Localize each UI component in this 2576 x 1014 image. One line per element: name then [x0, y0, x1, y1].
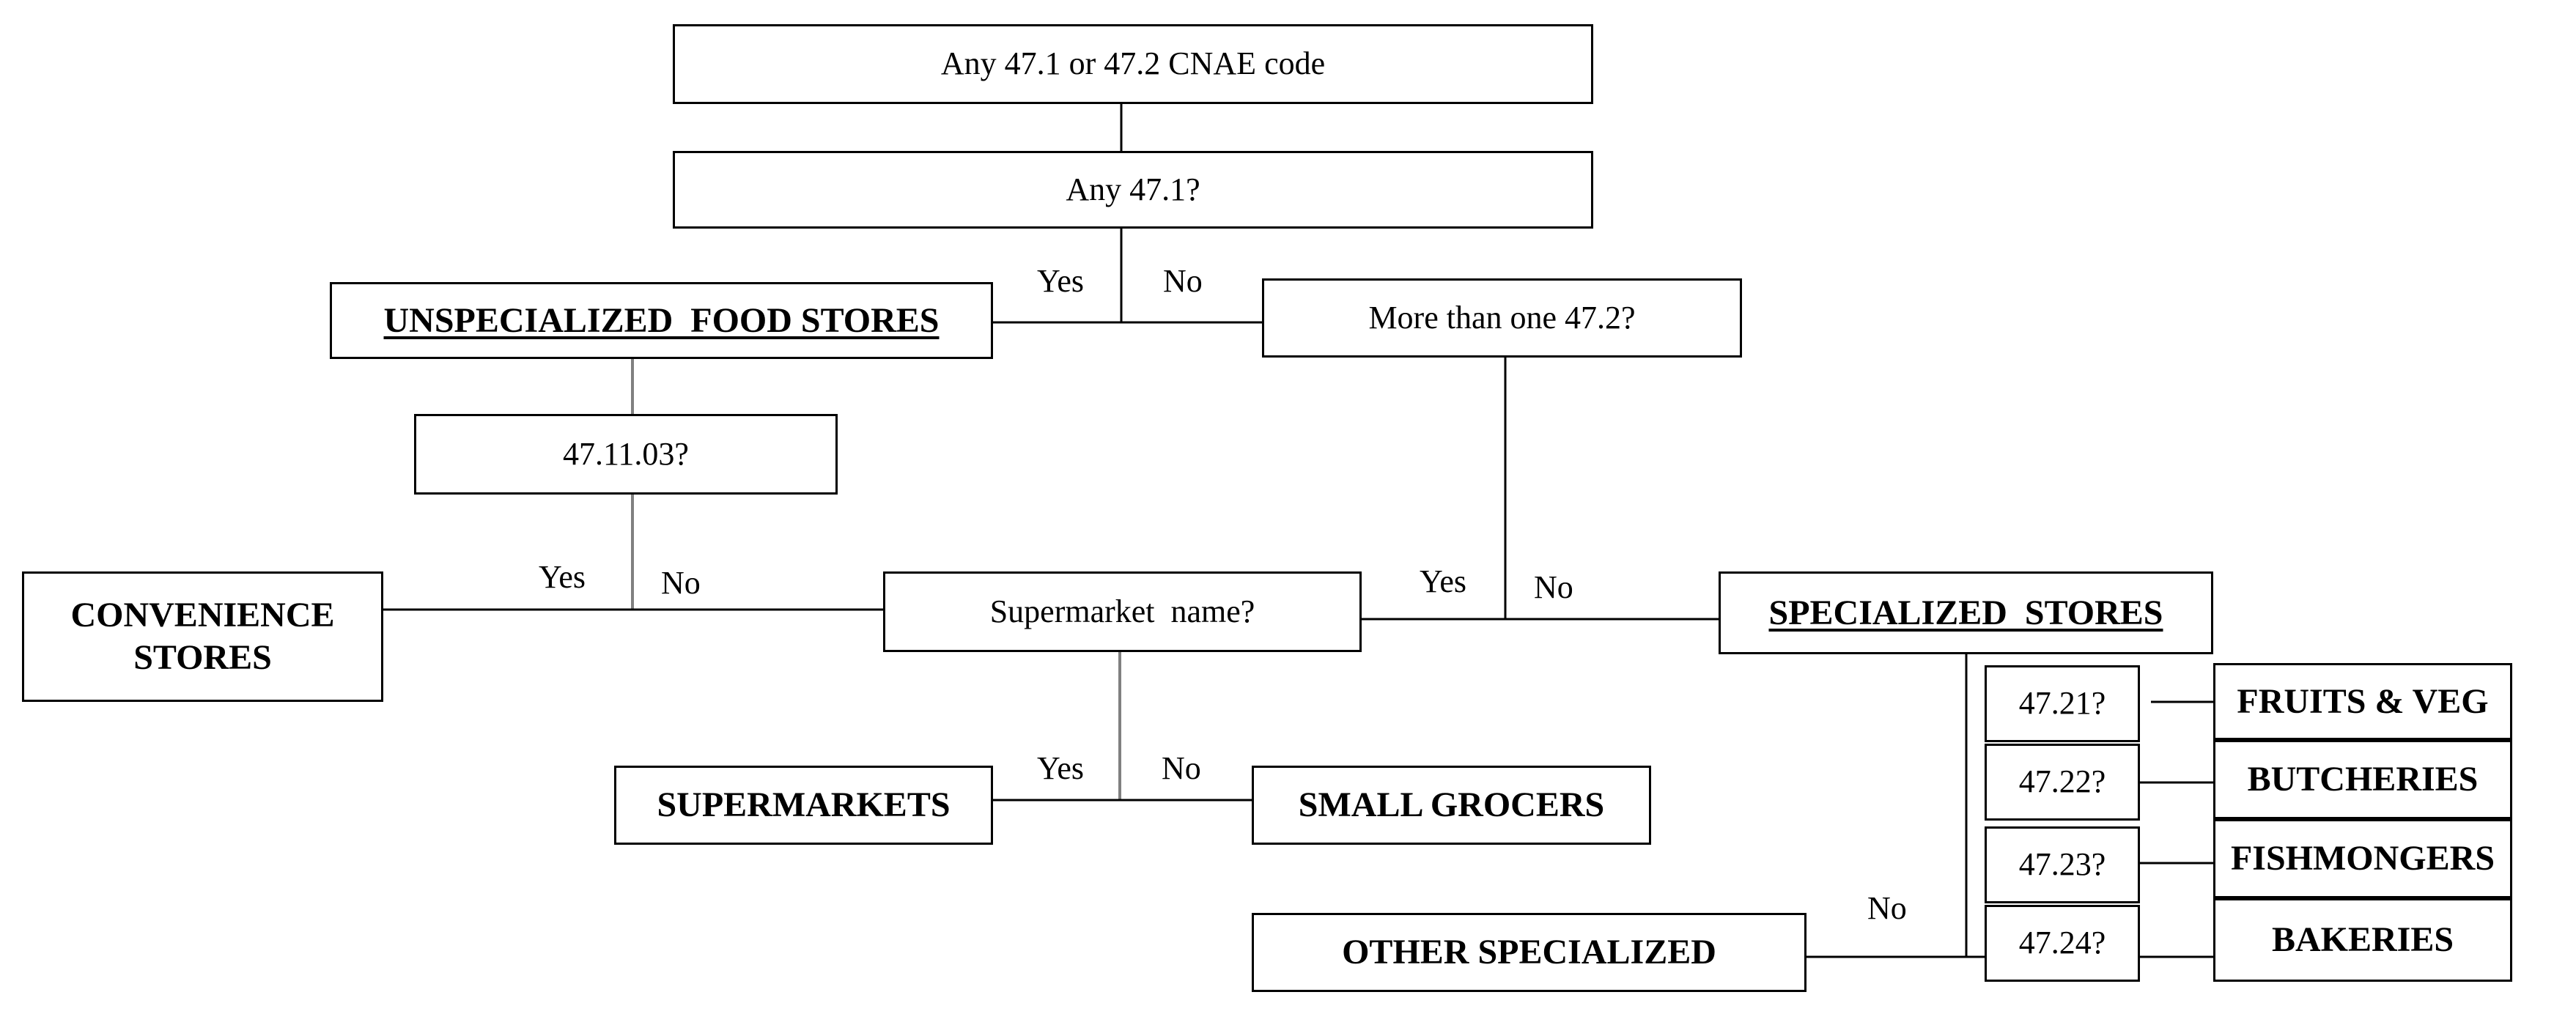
- node-4723: 47.23?: [1985, 826, 2140, 903]
- node-4721: 47.21?: [1985, 665, 2140, 742]
- node-4724: 47.24?: [1985, 905, 2140, 982]
- node-butcheries: BUTCHERIES: [2213, 740, 2512, 819]
- node-471103: 47.11.03?: [414, 414, 838, 495]
- node-convenience: CONVENIENCE STORES: [22, 571, 383, 702]
- node-more-than-one-472-label: More than one 47.2?: [1368, 299, 1636, 336]
- node-any471: Any 47.1?: [673, 151, 1593, 229]
- edge-label-no-supermarket: No: [1162, 750, 1201, 786]
- edge-label-no-other: No: [1867, 890, 1907, 926]
- edge-label-no-more472: No: [1534, 569, 1573, 605]
- node-convenience-line2: STORES: [133, 638, 272, 677]
- node-unspecialized-label: UNSPECIALIZED FOOD STORES: [383, 300, 940, 340]
- node-specialized: SPECIALIZED STORES: [1719, 571, 2213, 654]
- edge-label-yes-more472: Yes: [1420, 563, 1467, 599]
- node-other-specialized: OTHER SPECIALIZED: [1252, 913, 1806, 992]
- node-fishmongers-label: FISHMONGERS: [2230, 839, 2495, 878]
- node-other-specialized-label: OTHER SPECIALIZED: [1342, 933, 1716, 972]
- node-supermarket-name-label: Supermarket name?: [989, 593, 1255, 629]
- node-convenience-line1: CONVENIENCE: [70, 596, 335, 635]
- node-4723-label: 47.23?: [2018, 846, 2106, 883]
- node-more-than-one-472: More than one 47.2?: [1262, 278, 1742, 358]
- node-471103-label: 47.11.03?: [563, 435, 689, 472]
- node-unspecialized: UNSPECIALIZED FOOD STORES: [330, 282, 993, 359]
- edge-label-yes-471103: Yes: [539, 559, 586, 595]
- node-small-grocers-label: SMALL GROCERS: [1298, 785, 1605, 825]
- node-small-grocers: SMALL GROCERS: [1252, 766, 1651, 845]
- node-4722-label: 47.22?: [2018, 763, 2106, 800]
- node-bakeries: BAKERIES: [2213, 898, 2512, 982]
- node-cnae: Any 47.1 or 47.2 CNAE code: [673, 24, 1593, 104]
- node-supermarkets: SUPERMARKETS: [614, 766, 993, 845]
- node-any471-label: Any 47.1?: [1066, 171, 1200, 207]
- node-bakeries-label: BAKERIES: [2271, 920, 2454, 960]
- node-4724-label: 47.24?: [2018, 925, 2106, 961]
- node-4721-label: 47.21?: [2018, 685, 2106, 722]
- edge-label-yes-any471: Yes: [1037, 263, 1085, 299]
- edge-label-no-471103: No: [661, 565, 701, 601]
- node-fruits-veg: FRUITS & VEG: [2213, 663, 2512, 740]
- node-cnae-label: Any 47.1 or 47.2 CNAE code: [940, 45, 1326, 82]
- node-specialized-label: SPECIALIZED STORES: [1768, 593, 2163, 632]
- edge-label-no-any471: No: [1163, 263, 1203, 299]
- edge-label-yes-supermarket: Yes: [1037, 750, 1085, 786]
- node-supermarkets-label: SUPERMARKETS: [657, 785, 951, 825]
- node-4722: 47.22?: [1985, 744, 2140, 821]
- node-supermarket-name: Supermarket name?: [883, 571, 1362, 652]
- node-fishmongers: FISHMONGERS: [2213, 819, 2512, 898]
- node-fruits-veg-label: FRUITS & VEG: [2237, 681, 2489, 721]
- node-butcheries-label: BUTCHERIES: [2247, 760, 2479, 799]
